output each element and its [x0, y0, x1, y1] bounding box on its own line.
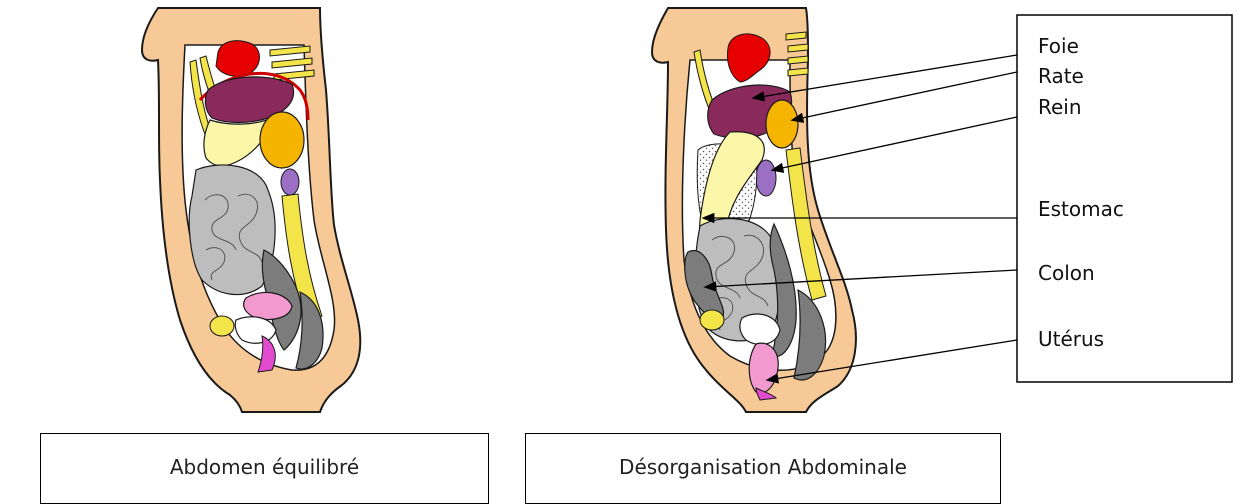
- left-spleen: [260, 112, 304, 168]
- left-pubic-bone: [210, 316, 234, 336]
- right-kidney: [756, 160, 776, 196]
- left-heart: [216, 41, 260, 77]
- right-pubic-bone: [700, 310, 724, 330]
- left-figure: [142, 8, 360, 412]
- caption-right: Désorganisation Abdominale: [526, 457, 1000, 477]
- left-intestine: [189, 165, 275, 295]
- label-foie: Foie: [1038, 34, 1079, 58]
- label-rate: Rate: [1038, 64, 1084, 88]
- right-spleen: [766, 100, 798, 148]
- caption-box-right: Désorganisation Abdominale: [525, 433, 1001, 504]
- caption-box-left: Abdomen équilibré: [40, 433, 489, 504]
- label-colon: Colon: [1038, 261, 1095, 285]
- arrow-rein: [773, 117, 1017, 170]
- left-kidney: [281, 169, 299, 195]
- label-uterus: Utérus: [1038, 327, 1104, 351]
- arrow-rate: [793, 72, 1017, 120]
- caption-left: Abdomen équilibré: [41, 457, 488, 477]
- label-rein: Rein: [1038, 95, 1082, 119]
- right-figure: [652, 8, 856, 412]
- label-estomac: Estomac: [1038, 197, 1124, 221]
